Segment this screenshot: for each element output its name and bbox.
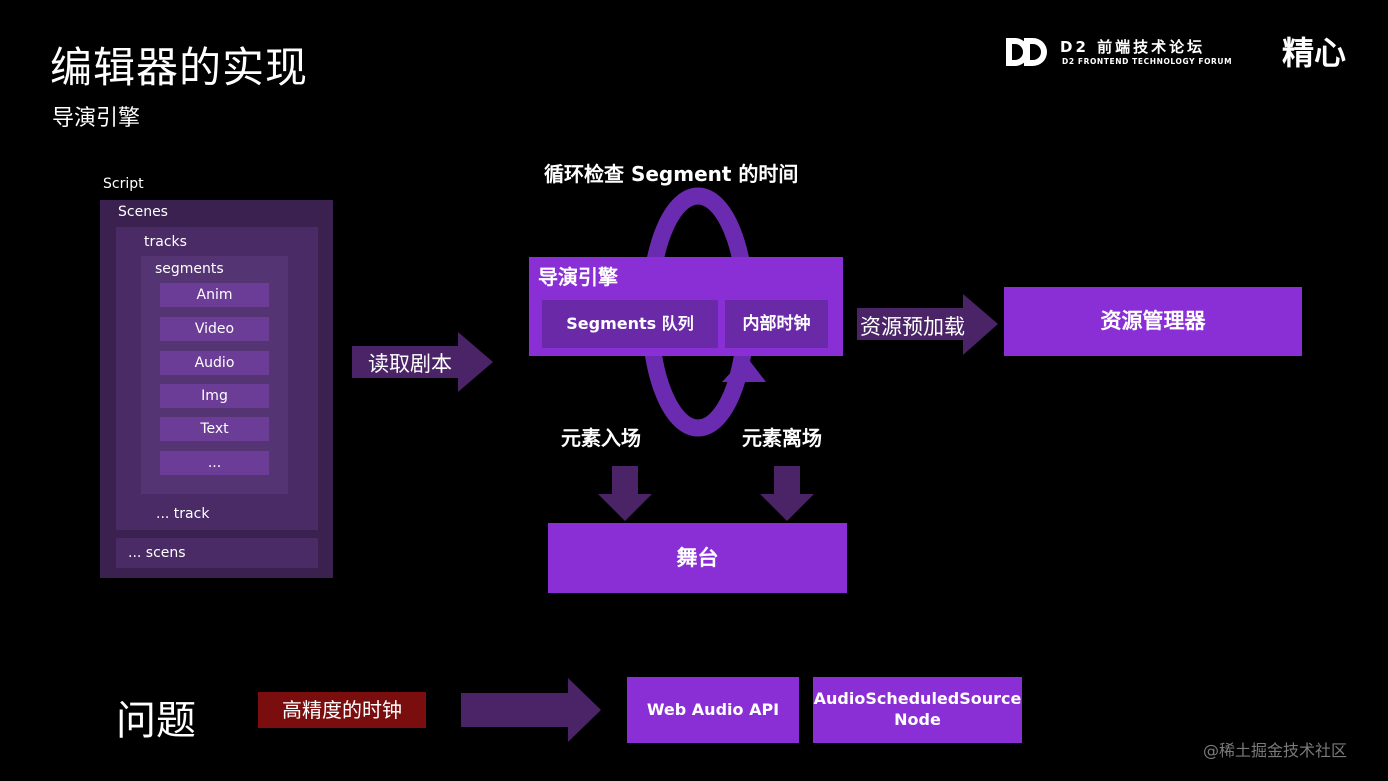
- more-scenes-row: ... scens: [116, 538, 318, 568]
- segment-item: Text: [160, 417, 269, 441]
- script-label: Script: [103, 176, 144, 192]
- problem-arrow-icon: [461, 678, 601, 742]
- enter-down-arrow-icon: [598, 466, 652, 521]
- resource-manager-box: 资源管理器: [1004, 287, 1302, 356]
- segment-item: Video: [160, 317, 269, 341]
- segment-item: Audio: [160, 351, 269, 375]
- d2-logo-en-text: D2 FRONTEND TECHNOLOGY FORUM: [1062, 57, 1233, 66]
- d2-forum-logo: D2 前端技术论坛 D2 FRONTEND TECHNOLOGY FORUM: [1004, 36, 1232, 72]
- segment-item: Anim: [160, 283, 269, 307]
- high-precision-clock-box: 高精度的时钟: [258, 692, 426, 728]
- preload-arrow-icon: [857, 294, 998, 355]
- director-engine-title: 导演引擎: [538, 265, 618, 289]
- tracks-label: tracks: [144, 234, 187, 250]
- d2-logo-mark-icon: [1006, 38, 1047, 66]
- loop-arrowhead-icon: [722, 356, 766, 382]
- segments-label: segments: [155, 261, 224, 277]
- watermark: @稀土掘金技术社区: [1203, 741, 1348, 760]
- problem-label: 问题: [116, 698, 196, 744]
- page-title: 编辑器的实现: [50, 43, 309, 92]
- loop-check-label: 循环检查 Segment 的时间: [544, 162, 799, 186]
- page-subtitle: 导演引擎: [52, 106, 141, 131]
- stage-box: 舞台: [548, 523, 847, 593]
- more-tracks-row: ... track: [141, 502, 288, 527]
- read-script-arrow-icon: [352, 332, 493, 392]
- element-leave-label: 元素离场: [742, 426, 822, 450]
- jingxin-logo: 精心: [1282, 34, 1347, 72]
- element-enter-label: 元素入场: [561, 426, 641, 450]
- asn-line-1: AudioScheduledSource: [813, 689, 1022, 708]
- web-audio-api-box: Web Audio API: [627, 677, 799, 743]
- internal-clock-box: 内部时钟: [725, 300, 828, 348]
- d2-logo-cn-text: D2 前端技术论坛: [1060, 38, 1206, 56]
- scenes-label: Scenes: [118, 204, 168, 220]
- segment-item: ...: [160, 451, 269, 475]
- segments-queue-box: Segments 队列: [542, 300, 718, 348]
- preload-label: 资源预加载: [860, 315, 965, 339]
- leave-down-arrow-icon: [760, 466, 814, 521]
- asn-line-2: Node: [894, 710, 941, 729]
- audio-scheduled-source-node-box: AudioScheduledSource Node: [813, 677, 1022, 743]
- segment-item: Img: [160, 384, 269, 408]
- read-script-label: 读取剧本: [368, 352, 452, 376]
